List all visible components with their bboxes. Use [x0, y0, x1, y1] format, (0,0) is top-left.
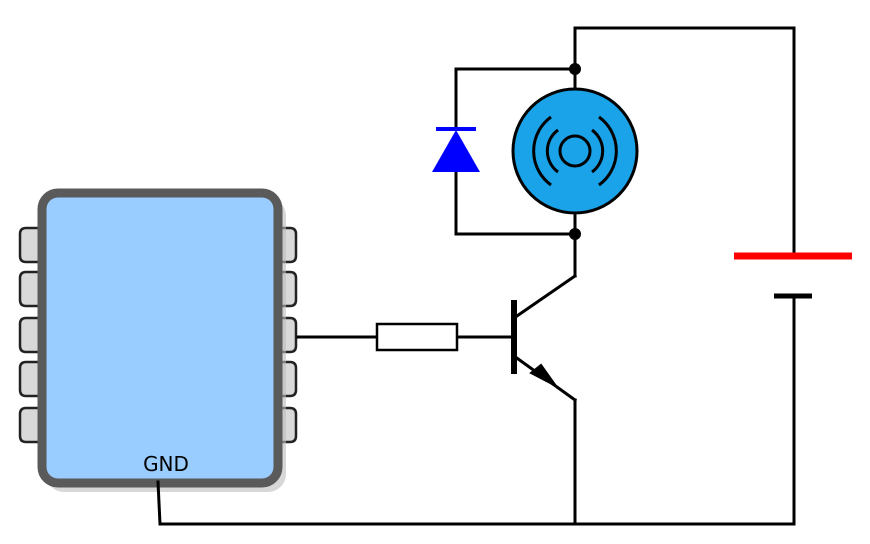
pin-left-1	[18, 226, 42, 264]
microcontroller-body	[37, 188, 283, 488]
motor-shaft	[558, 134, 592, 168]
motor-left-inner-arc	[545, 128, 559, 174]
diode-triangle	[432, 130, 480, 172]
junction-dot-bottom	[569, 228, 581, 240]
wires	[156, 26, 796, 526]
dc-motor	[511, 87, 639, 215]
motor-left-arc	[532, 115, 552, 187]
wire-diode-bottom	[454, 168, 577, 236]
wire-diode-top	[454, 67, 577, 130]
wire-battery-positive-rail	[573, 26, 796, 258]
gnd-label: GND	[143, 452, 189, 476]
battery	[734, 252, 852, 299]
motor-body	[511, 87, 639, 215]
motor-right-arc	[598, 115, 618, 187]
transistor-emitter-arrow	[529, 363, 557, 387]
junction-dot-top	[569, 63, 581, 75]
motor-right-inner-arc	[591, 128, 605, 174]
pin-left-4	[18, 360, 42, 398]
pin-left-2	[18, 270, 42, 308]
microcontroller: GND	[18, 188, 298, 492]
transistor-collector	[511, 273, 578, 321]
left-pins	[18, 226, 42, 444]
npn-transistor	[511, 273, 578, 403]
resistor	[375, 322, 459, 352]
pin-left-5	[18, 406, 42, 444]
pin-left-3	[18, 316, 42, 354]
wire-ground-bus	[156, 480, 796, 526]
flyback-diode	[432, 127, 480, 172]
